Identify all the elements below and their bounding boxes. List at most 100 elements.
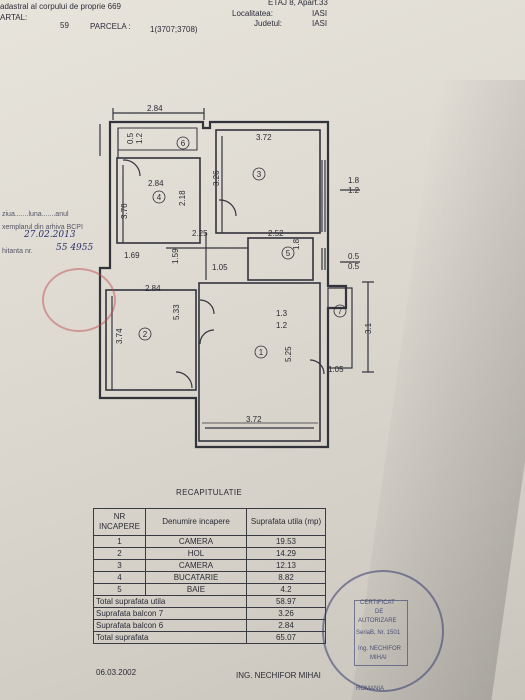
dim-room3-width: 3.72	[256, 133, 272, 142]
header-localitatea-label: Localitatea:	[232, 9, 273, 18]
header-parcela-label: PARCELA :	[90, 22, 131, 31]
total-row: Total suprafata utila 58.97	[93, 595, 326, 608]
total-value: 58.97	[246, 595, 326, 608]
dim-105-balcony: 1.05	[328, 365, 344, 374]
dim-18-room5: 1.8	[292, 238, 301, 250]
dim-326: 3.26	[212, 170, 221, 186]
room-4-walls	[116, 157, 201, 244]
stamp-line2: DE	[375, 609, 384, 615]
row-area: 8.82	[246, 571, 326, 584]
dim-window-05b: 0.5	[348, 262, 360, 271]
side-note-line1: ziua.......luna.......anul	[2, 211, 69, 218]
total-label: Total suprafata utila	[93, 595, 247, 608]
table-row: 5 BAIE 4.2	[93, 583, 326, 596]
header-cartal-value: 59	[60, 21, 69, 30]
header-etaj: ETAJ 8, Apart.33	[268, 0, 328, 7]
room-5-label: 5	[286, 249, 291, 258]
table-row: 1 CAMERA 19.53	[93, 535, 326, 548]
total-row: Total suprafata 65.07	[93, 631, 326, 644]
red-stamp	[42, 268, 116, 332]
stamp-line3: AUTORIZARE	[358, 618, 397, 624]
row-nr: 2	[93, 547, 146, 560]
room-number-3	[252, 167, 266, 181]
stamp-line4: SeriaB, Nr. 1501	[356, 630, 401, 636]
row-area: 19.53	[246, 535, 326, 548]
room-number-2	[138, 327, 152, 341]
dim-105-mid: 1.05	[212, 263, 228, 272]
header-judetul-value: IASI	[312, 19, 328, 28]
header-area: Suprafata utila (mp)	[246, 508, 326, 536]
room-number-4	[152, 190, 166, 204]
table-row: 3 CAMERA 12.13	[93, 559, 326, 572]
row-nr: 1	[93, 535, 146, 548]
room-2-label: 2	[143, 330, 148, 339]
total-value: 65.07	[246, 631, 326, 644]
row-name: BUCATARIE	[145, 571, 247, 584]
recap-table: NR INCAPERE Denumire incapere Suprafata …	[93, 508, 326, 644]
row-nr: 4	[93, 571, 146, 584]
row-area: 4.2	[246, 583, 326, 596]
table-row: 4 BUCATARIE 8.82	[93, 571, 326, 584]
total-value: 3.26	[246, 607, 326, 620]
row-nr: 3	[93, 559, 146, 572]
room-5-walls	[247, 237, 314, 281]
header-nr: NR INCAPERE	[93, 508, 146, 536]
outer-walls	[98, 120, 348, 449]
dim-218: 2.18	[178, 190, 187, 206]
stamp-line6: MIHAI	[370, 655, 387, 661]
header-localitatea-value: IASI	[312, 9, 328, 18]
handwritten-number: 55 4955	[56, 243, 94, 253]
dim-13: 1.3	[276, 309, 288, 318]
room-number-1	[254, 345, 268, 359]
dim-374: 3.74	[115, 328, 124, 344]
recap-title: RECAPITULATIE	[176, 488, 242, 497]
dim-05: 0.5	[126, 132, 135, 144]
header-line1: adastral al corpului de proprie 669	[0, 2, 121, 11]
dim-12-mid: 1.2	[276, 321, 288, 330]
stamp-line1: CERTIFICAT	[360, 600, 395, 606]
balcony-7	[327, 287, 353, 369]
row-name: CAMERA	[145, 559, 247, 572]
footer-date: 06.03.2002	[96, 668, 137, 677]
recap-header-row: NR INCAPERE Denumire incapere Suprafata …	[93, 508, 326, 536]
row-nr: 5	[93, 583, 146, 596]
footer-engineer: ING. NECHIFOR MIHAI	[236, 671, 321, 680]
room-number-6	[176, 136, 190, 150]
dim-room1-width: 3.72	[246, 415, 262, 424]
dim-525: 5.25	[284, 346, 293, 362]
room-7-label: 7	[338, 307, 343, 316]
header-name: Denumire incapere	[145, 508, 247, 536]
total-label: Suprafata balcon 6	[93, 619, 247, 632]
row-area: 12.13	[246, 559, 326, 572]
dim-12-left: 1.2	[135, 132, 144, 144]
dim-top-width: 2.84	[147, 104, 163, 113]
dim-169: 1.69	[124, 251, 140, 260]
row-name: CAMERA	[145, 535, 247, 548]
dim-376: 3.76	[120, 203, 129, 219]
row-name: HOL	[145, 547, 247, 560]
dim-533: 5.33	[172, 304, 181, 320]
table-row: 2 HOL 14.29	[93, 547, 326, 560]
total-row: Suprafata balcon 7 3.26	[93, 607, 326, 620]
header-cartal-label: ARTAL:	[0, 13, 28, 22]
total-label: Total suprafata	[93, 631, 247, 644]
dim-window-12: 1.2	[348, 186, 360, 195]
room-number-5	[281, 246, 295, 260]
dim-window-18: 1.8	[348, 176, 360, 185]
room-3-walls	[215, 129, 321, 234]
dim-284-lower: 2.84	[145, 284, 161, 293]
handwritten-date: 27.02.2013	[24, 230, 76, 240]
row-area: 14.29	[246, 547, 326, 560]
stamp-inner-box	[354, 600, 408, 666]
room-number-7	[333, 304, 347, 318]
total-row: Suprafata balcon 6 2.84	[93, 619, 326, 632]
stamp-line5: Ing. NECHIFOR	[358, 646, 402, 652]
room-3-label: 3	[257, 170, 262, 179]
dim-225: 2.25	[192, 229, 208, 238]
authorization-stamp	[322, 570, 444, 692]
header-parcela-value: 1(3707;3708)	[150, 25, 198, 34]
dim-31: 3.1	[364, 322, 373, 334]
room-4-label: 4	[157, 193, 162, 202]
dim-window-05a: 0.5	[348, 252, 360, 261]
side-note-line2: xemplarul din arhiva BCPI	[2, 224, 83, 231]
